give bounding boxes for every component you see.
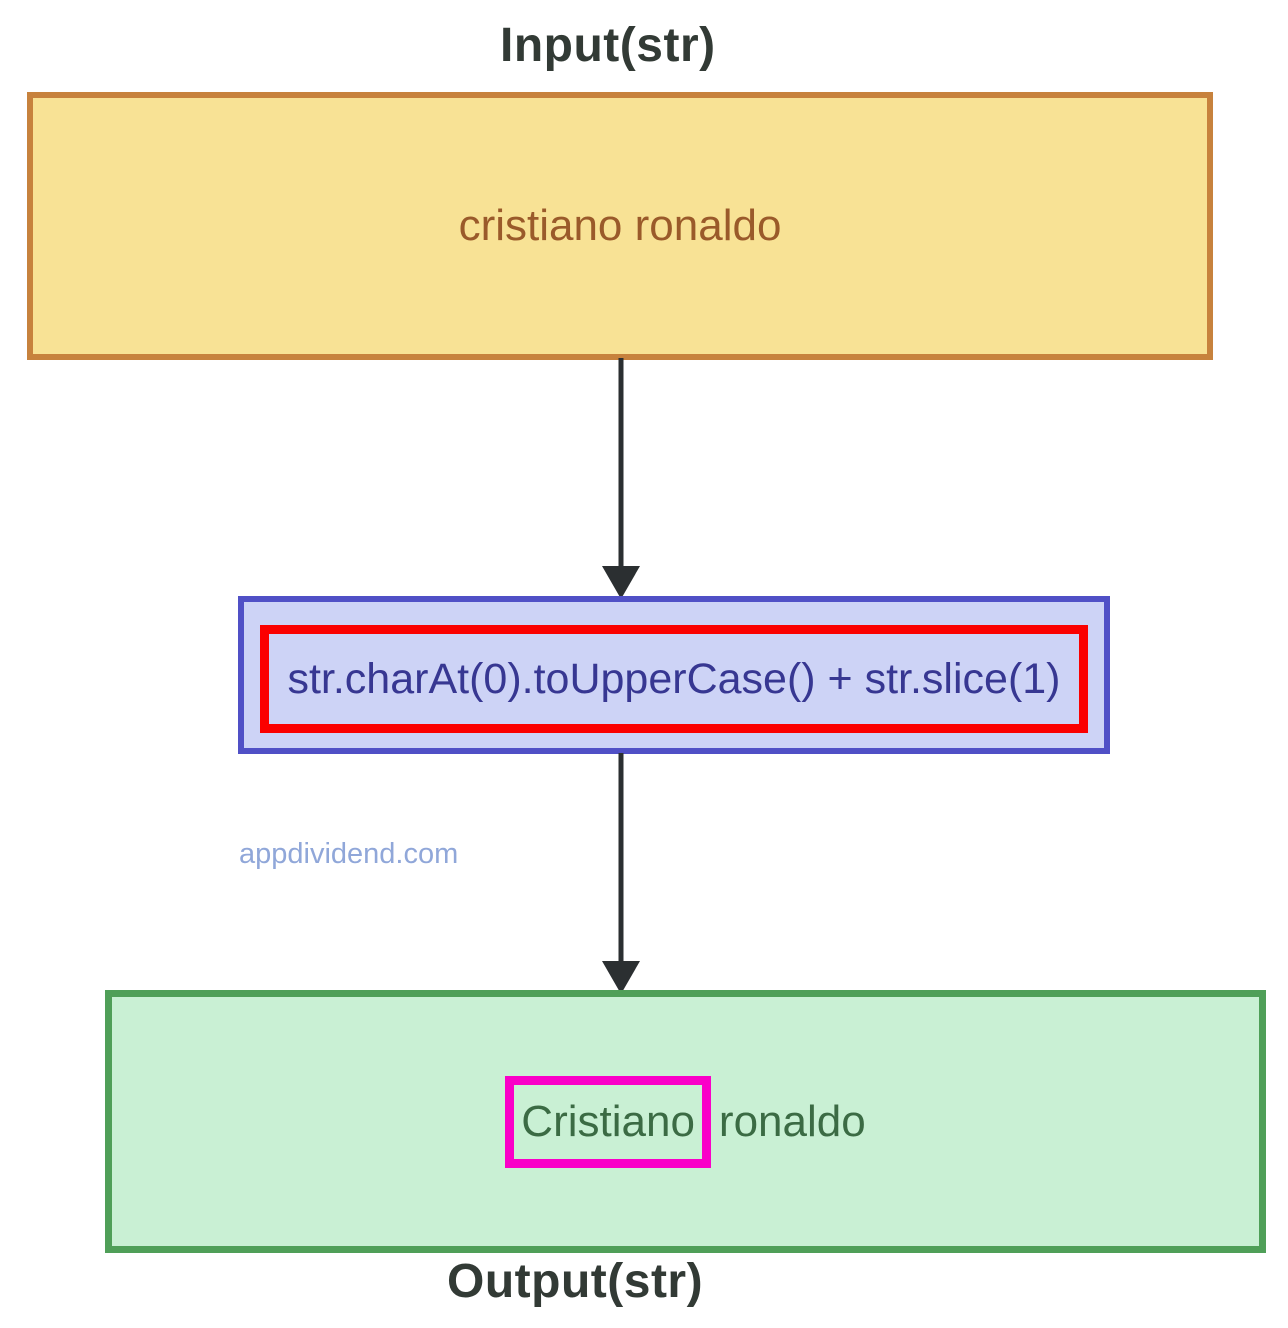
input-box: cristiano ronaldo bbox=[27, 92, 1213, 360]
watermark-text: appdividend.com bbox=[239, 838, 459, 870]
red-highlight-box: str.charAt(0).toUpperCase() + str.slice(… bbox=[260, 625, 1088, 733]
output-label: Output(str) bbox=[447, 1255, 704, 1308]
arrow-down-icon bbox=[602, 753, 640, 994]
magenta-highlight-box: Cristiano bbox=[505, 1075, 711, 1168]
output-box: Cristiano ronaldo bbox=[105, 990, 1266, 1253]
arrow-down-icon bbox=[602, 358, 640, 599]
code-text: str.charAt(0).toUpperCase() + str.slice(… bbox=[287, 654, 1061, 703]
output-box-text: Cristiano ronaldo bbox=[505, 1075, 866, 1168]
output-rest-text: ronaldo bbox=[718, 1096, 866, 1146]
input-box-text: cristiano ronaldo bbox=[458, 201, 782, 250]
output-highlighted-word: Cristiano bbox=[521, 1096, 695, 1146]
input-label: Input(str) bbox=[500, 19, 716, 72]
code-box: str.charAt(0).toUpperCase() + str.slice(… bbox=[238, 596, 1110, 754]
